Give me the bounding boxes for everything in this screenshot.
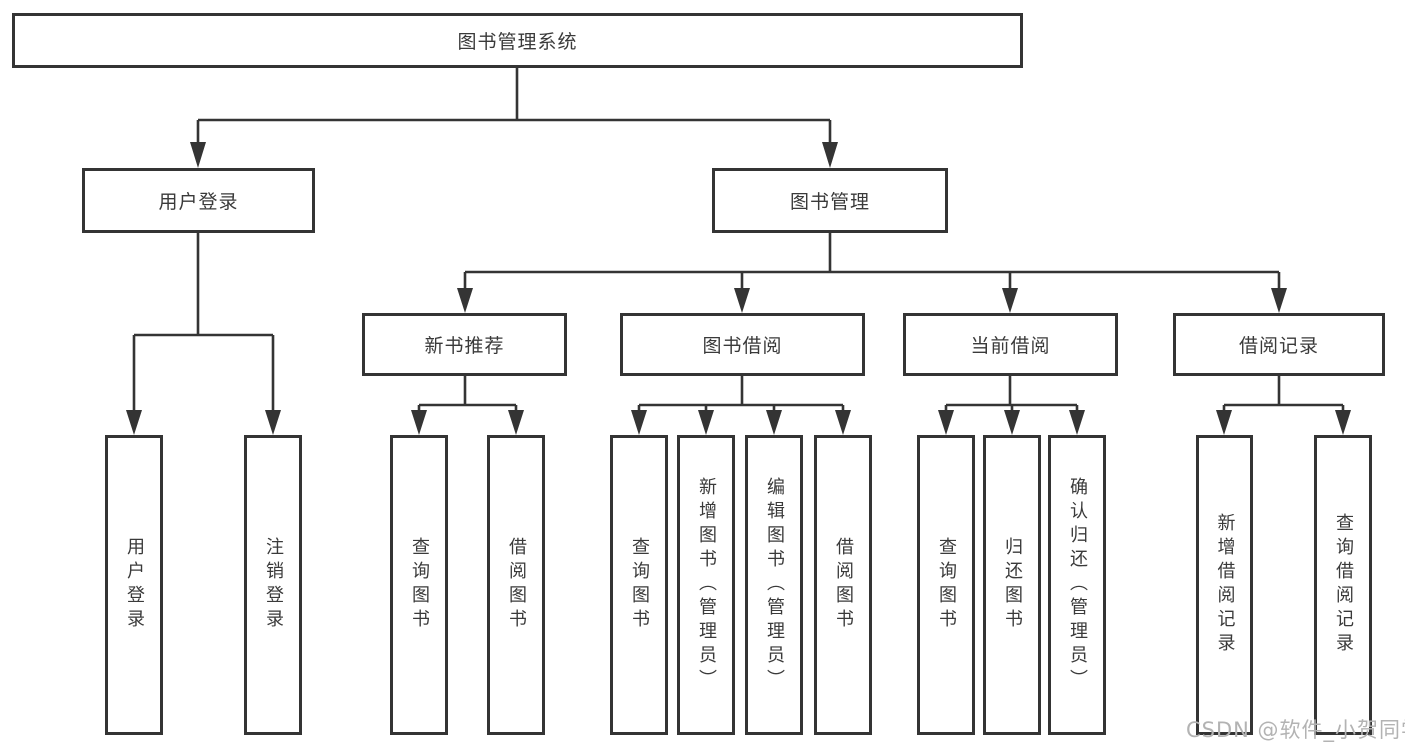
leaf-records-add-record: 新增借阅记录 xyxy=(1196,435,1253,735)
leaf-label: 查询图书 xyxy=(936,537,957,633)
leaf-logout: 注销登录 xyxy=(244,435,302,735)
leaf-label: 编辑图书（管理员） xyxy=(764,477,785,693)
leaf-recommend-borrow-books: 借阅图书 xyxy=(487,435,545,735)
node-label: 新书推荐 xyxy=(424,335,505,357)
leaf-current-query-books: 查询图书 xyxy=(917,435,975,735)
node-label: 图书管理系统 xyxy=(457,31,578,53)
node-new-book-recommend: 新书推荐 xyxy=(362,313,567,376)
leaf-label: 新增图书（管理员） xyxy=(696,477,717,693)
node-current-borrowing: 当前借阅 xyxy=(903,313,1118,376)
leaf-label: 借阅图书 xyxy=(506,537,527,633)
leaf-label: 借阅图书 xyxy=(833,537,854,633)
leaf-user-login: 用户登录 xyxy=(105,435,163,735)
leaf-current-confirm-return-admin: 确认归还（管理员） xyxy=(1048,435,1106,735)
leaf-borrowing-add-books-admin: 新增图书（管理员） xyxy=(677,435,735,735)
leaf-borrowing-borrow-books: 借阅图书 xyxy=(814,435,872,735)
leaf-recommend-query-books: 查询图书 xyxy=(390,435,448,735)
node-label: 图书借阅 xyxy=(702,335,783,357)
leaf-label: 确认归还（管理员） xyxy=(1067,477,1088,693)
leaf-label: 查询图书 xyxy=(629,537,650,633)
leaf-borrowing-edit-books-admin: 编辑图书（管理员） xyxy=(745,435,803,735)
node-borrow-records: 借阅记录 xyxy=(1173,313,1385,376)
leaf-label: 查询借阅记录 xyxy=(1333,513,1354,657)
leaf-label: 新增借阅记录 xyxy=(1214,513,1236,657)
node-label: 借阅记录 xyxy=(1238,335,1319,357)
leaf-records-query-record: 查询借阅记录 xyxy=(1314,435,1372,735)
leaf-label: 归还图书 xyxy=(1002,537,1023,633)
node-label: 图书管理 xyxy=(789,191,870,213)
node-user-login: 用户登录 xyxy=(82,168,315,233)
node-book-borrowing: 图书借阅 xyxy=(620,313,865,376)
leaf-label: 用户登录 xyxy=(124,537,145,633)
node-book-management: 图书管理 xyxy=(712,168,948,233)
leaf-current-return-books: 归还图书 xyxy=(983,435,1041,735)
node-label: 用户登录 xyxy=(158,191,239,213)
csdn-watermark: CSDN @软件_小贺同学 xyxy=(1186,718,1405,742)
leaf-borrowing-query-books: 查询图书 xyxy=(610,435,668,735)
leaf-label: 注销登录 xyxy=(263,537,284,633)
node-label: 当前借阅 xyxy=(970,335,1051,357)
node-library-management-system: 图书管理系统 xyxy=(12,13,1023,68)
leaf-label: 查询图书 xyxy=(409,537,430,633)
